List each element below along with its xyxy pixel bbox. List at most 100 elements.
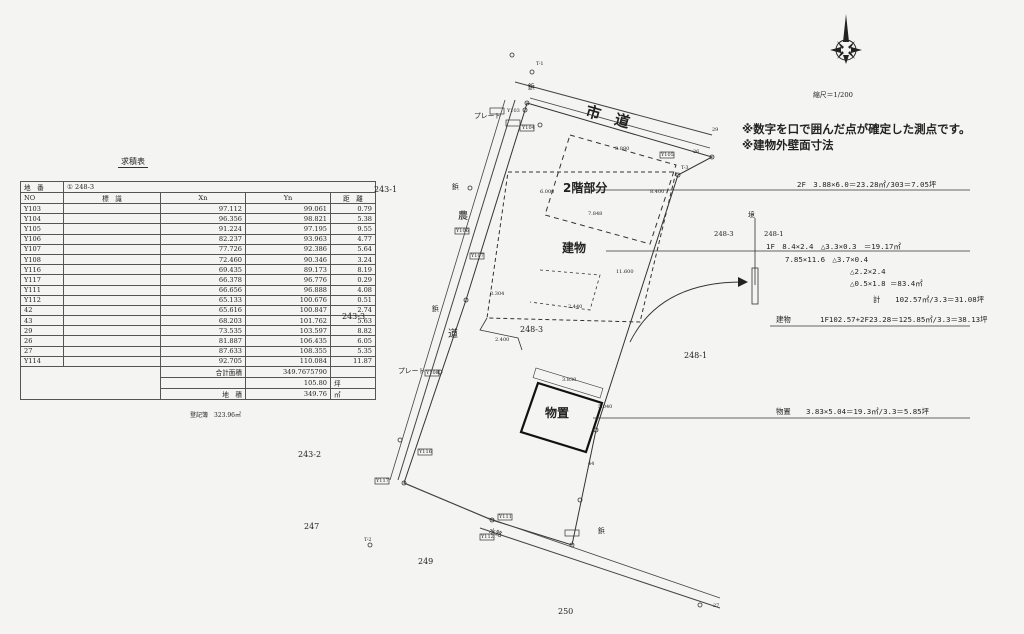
dim-label: 3.880 — [615, 146, 630, 152]
table-cell: 43 — [20, 315, 64, 327]
plate-label-2: プレート — [398, 367, 426, 375]
table-cell: 89.173 — [245, 264, 331, 276]
table-cell: Y103 — [20, 202, 64, 215]
table-cell: 8.19 — [330, 264, 376, 276]
point-label: Y108 — [426, 370, 439, 376]
table-cell: Y104 — [20, 213, 64, 225]
table-cell: 72.460 — [160, 253, 246, 266]
point-label: Y104 — [522, 125, 535, 131]
calc-storage-label: 物置 — [776, 407, 791, 416]
table-cell: Y116 — [20, 264, 64, 276]
table-cell: 96.776 — [245, 274, 331, 286]
table-cell — [63, 274, 161, 286]
table-cell: 42 — [20, 304, 64, 317]
calc-building-label: 建物 — [776, 315, 791, 324]
building-label: 建物 — [562, 241, 587, 255]
table-cell — [63, 345, 161, 357]
table-cell — [63, 355, 161, 368]
table-cell — [63, 213, 161, 225]
parcel-boundary — [403, 102, 714, 546]
storage-shed-outline — [519, 381, 604, 454]
dim-label: 6.000 — [540, 189, 555, 195]
boundary-label: 境 — [748, 211, 755, 219]
table-cell — [63, 284, 161, 296]
iron-label-4: 鋲 — [598, 527, 605, 535]
boundary-left-lot: 248-3 — [714, 230, 734, 238]
table-cell: Y106 — [20, 233, 64, 245]
table-cell: Y114 — [20, 355, 64, 368]
lot-value: ① 248-3 — [63, 181, 376, 193]
table-cell: 106.435 — [245, 335, 331, 347]
table-cell — [63, 253, 161, 266]
point-label: Y106 — [456, 228, 469, 234]
table-cell: 99.061 — [245, 202, 331, 215]
summary-unit: ㎡ — [330, 388, 376, 400]
point-label: T-2 — [364, 537, 372, 543]
table-cell — [63, 202, 161, 215]
table-cell — [63, 294, 161, 306]
table-cell: 100.847 — [245, 304, 331, 317]
table-cell: 96.356 — [160, 213, 246, 225]
table-cell: 110.084 — [245, 355, 331, 368]
farm-road-label-2: 道 — [448, 329, 458, 340]
table-cell: 65.133 — [160, 294, 246, 306]
calc-1f-line4: △0.5×1.8 ＝83.4㎡ — [850, 279, 923, 288]
table-cell: 97.195 — [245, 223, 331, 235]
lot-243-3: 243-3 — [342, 312, 366, 321]
table-cell: 65.616 — [160, 304, 246, 317]
summary-row: 地 積 349.76 ㎡ — [20, 388, 376, 400]
calc-1f-line3: △2.2×2.4 — [850, 267, 886, 276]
table-lot-row: 地 番 ① 248-3 — [20, 181, 376, 193]
table-cell: 3.24 — [330, 253, 376, 266]
summary-label: 地 積 — [160, 388, 246, 400]
table-cell: 108.355 — [245, 345, 331, 357]
table-cell: 77.726 — [160, 243, 246, 255]
table-cell — [63, 243, 161, 255]
calc-storage: 3.83×5.04＝19.3㎡/3.3＝5.85坪 — [806, 407, 930, 416]
calc-1f-line2: 7.85×11.6 △3.7×0.4 — [785, 255, 869, 264]
table-cell: 0.79 — [330, 202, 376, 215]
col-header: Yn — [245, 192, 331, 204]
dim-label: 7.848 — [588, 211, 603, 217]
dim-label: 5.040 — [598, 404, 613, 410]
table-cell: 90.346 — [245, 253, 331, 266]
table-cell: 82.237 — [160, 233, 246, 245]
farm-road-label-1: 農 — [458, 211, 468, 222]
lot-249: 249 — [418, 557, 434, 566]
table-cell: 11.87 — [330, 355, 376, 368]
point-label: Y103 — [507, 108, 520, 114]
summary-row: 105.80 坪 — [20, 377, 376, 389]
table-cell: Y111 — [20, 284, 64, 296]
parcel-bottom-line — [403, 482, 493, 521]
point-label: Y107 — [471, 253, 484, 259]
table-cell: 4.77 — [330, 233, 376, 245]
table-cell — [63, 264, 161, 276]
point-boxes — [374, 107, 675, 541]
table-cell: 91.224 — [160, 223, 246, 235]
point-label: T-3 — [681, 165, 689, 171]
col-header: Xn — [160, 192, 246, 204]
waterway-line-2 — [487, 517, 721, 599]
waterway-line-1 — [479, 527, 721, 609]
farm-road-edge-2 — [389, 99, 506, 481]
north-arrow-icon — [830, 14, 862, 64]
building-outline — [486, 171, 677, 323]
registered-area-note: 登記簿 323.96㎡ — [190, 412, 241, 419]
col-header: 距 離 — [330, 192, 376, 204]
lot-247: 247 — [304, 522, 320, 531]
table-cell: 5.38 — [330, 213, 376, 225]
point-label: Y105 — [661, 152, 674, 158]
table-cell: 92.386 — [245, 243, 331, 255]
calc-building-total: 1F102.57+2F23.28＝125.85㎡/3.3＝38.13坪 — [820, 315, 988, 324]
